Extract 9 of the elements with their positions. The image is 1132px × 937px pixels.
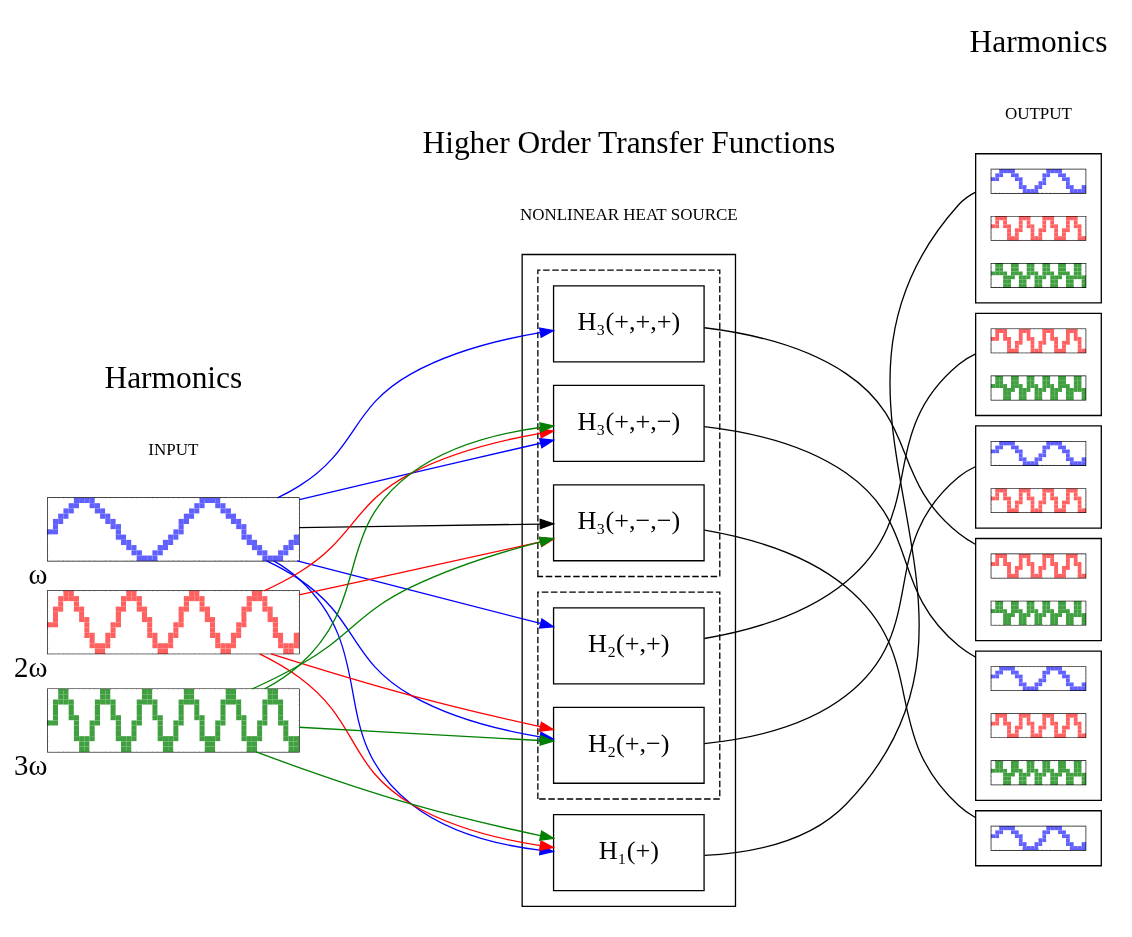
node-label: ω (28, 557, 48, 590)
label: Harmonics (969, 23, 1108, 59)
label: Higher Order Transfer Functions (422, 124, 836, 160)
node-label: 2ω (14, 650, 48, 683)
label: NONLINEAR HEAT SOURCE (519, 204, 738, 224)
label: INPUT (148, 440, 199, 460)
node-label: 3ω (14, 748, 48, 781)
label: Harmonics (104, 360, 243, 396)
label: OUTPUT (1004, 103, 1073, 123)
